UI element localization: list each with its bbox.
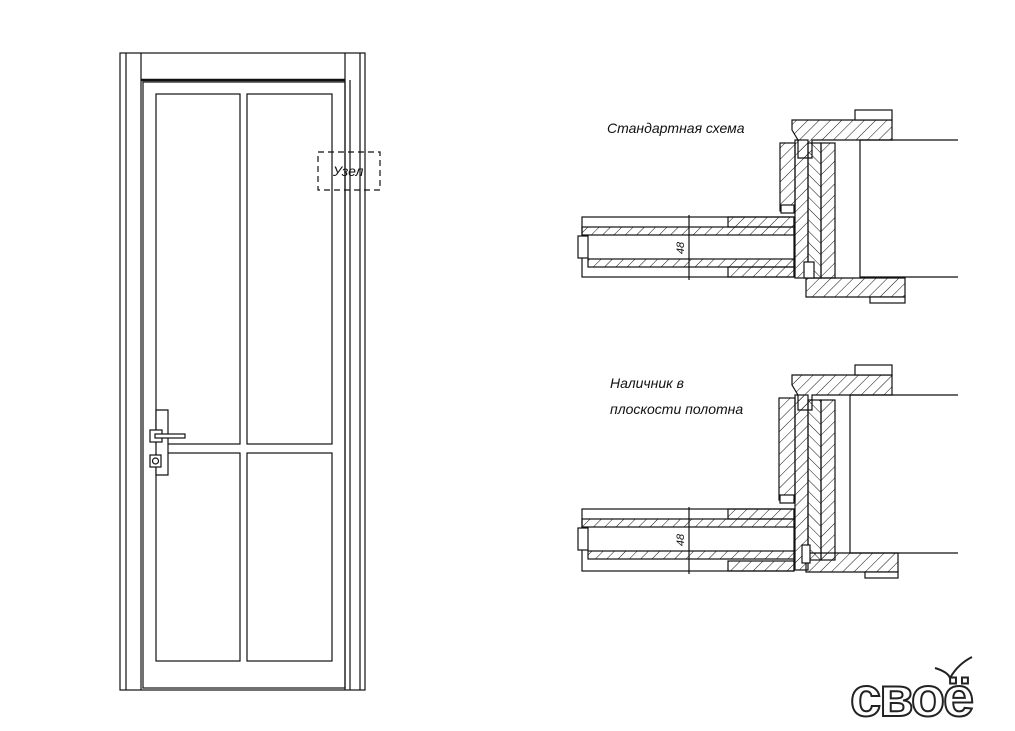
lock-cylinder-icon: [149, 454, 162, 468]
section-standard: Стандартная схема 48: [577, 109, 958, 304]
section-title: Стандартная схема: [607, 120, 745, 136]
section-title-line2: плоскости полотна: [610, 401, 743, 417]
node-callout: [317, 151, 381, 191]
door-leaf: [142, 81, 346, 689]
brand-logo: своё: [849, 656, 976, 729]
svg-text:своё: своё: [850, 665, 973, 728]
glass-panel: [246, 93, 333, 445]
node-label: Узел: [332, 163, 363, 179]
glass-panel: [155, 452, 241, 662]
dimension-label: 48: [675, 241, 687, 254]
glass-panel: [155, 93, 241, 445]
dimension-label: 48: [675, 533, 687, 546]
door-elevation: Узел: [119, 52, 381, 691]
door-handle-icon: [149, 429, 186, 443]
section-flush-casing: Наличник в плоскости полотна 48: [577, 364, 958, 579]
section-title-line1: Наличник в: [610, 375, 684, 391]
door-frame-outer: [119, 52, 366, 691]
glass-panel: [246, 452, 333, 662]
